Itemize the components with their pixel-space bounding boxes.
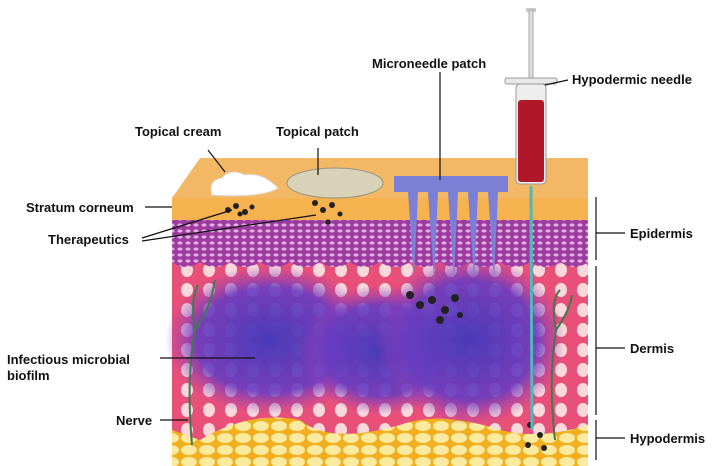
label-therapeutics: Therapeutics: [48, 232, 129, 247]
topical-cream: [210, 171, 279, 197]
label-microneedle-patch: Microneedle patch: [372, 56, 487, 71]
leader-lines: [141, 72, 625, 460]
microneedle-patch: [394, 176, 508, 280]
therapeutics-particles: [225, 200, 547, 451]
label-topical-cream: Topical cream: [135, 124, 222, 139]
label-dermis: Dermis: [630, 341, 675, 356]
label-stratum-corneum: Stratum corneum: [26, 200, 134, 215]
label-infectious-biofilm-line1: Infectious microbial: [7, 352, 130, 367]
label-topical-patch: Topical patch: [276, 124, 359, 139]
topical-patch: [286, 167, 384, 199]
label-hypodermic-needle: Hypodermic needle: [572, 72, 692, 87]
hypodermic-syringe: [504, 8, 558, 431]
label-hypodermis: Hypodermis: [630, 431, 706, 446]
label-epidermis: Epidermis: [630, 226, 693, 241]
epidermis-layer: [172, 220, 588, 267]
biofilm: [165, 255, 565, 425]
nerve: [188, 279, 573, 446]
stratum-corneum-layer: [172, 198, 588, 220]
label-nerve: Nerve: [116, 413, 153, 428]
label-infectious-biofilm-line2: biofilm: [7, 368, 50, 383]
